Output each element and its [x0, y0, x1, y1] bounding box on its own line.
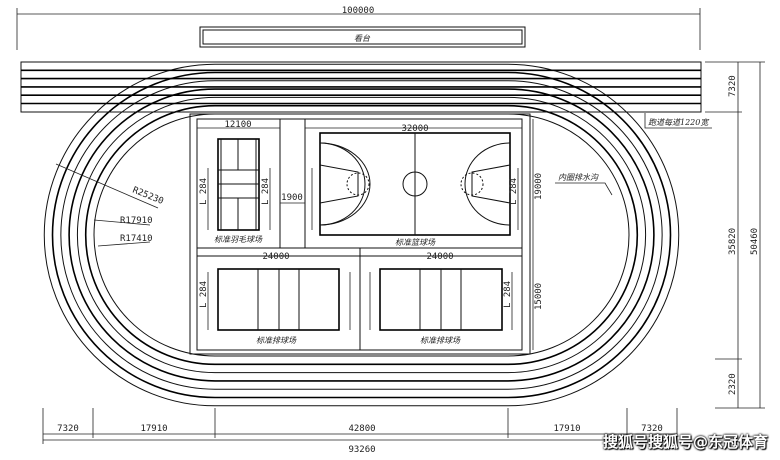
- volleyball-label: 标准排球场: [256, 336, 297, 345]
- track-lane-line: [84, 104, 639, 366]
- stands: 看台: [199, 26, 526, 48]
- side-label: L 284: [261, 178, 271, 205]
- track-width-label: 93260: [348, 445, 375, 455]
- volleyball-width-label: 24000: [262, 252, 289, 262]
- inner-drain-note: 内圈排水沟: [555, 173, 613, 196]
- basketball-width-label: 32000: [401, 124, 428, 134]
- side-label: L 284: [509, 178, 519, 205]
- volleyball-court-2: 24000 L 284 标准排球场: [369, 252, 513, 345]
- watermark: 搜狐号搜狐号@东冠体育: [602, 433, 768, 451]
- track-lane-line: [68, 88, 655, 382]
- right-dimensions: 7320 35820 2320 50460: [705, 61, 765, 409]
- side-label: L 284: [199, 178, 209, 205]
- left-end-label: 7320: [57, 424, 79, 434]
- left-curve-label: 17910: [140, 424, 167, 434]
- track-lane-line: [43, 63, 680, 407]
- right-curve-label: 17910: [553, 424, 580, 434]
- track-lane-line: [93, 113, 630, 357]
- right-end-label: 7320: [641, 424, 663, 434]
- side-label: L 284: [199, 281, 209, 308]
- top-lanes-label: 7320: [728, 75, 738, 97]
- courts-area: [189, 113, 531, 355]
- basketball-label: 标准篮球场: [395, 238, 436, 247]
- inner-vertical-dimension: 19000 15000: [532, 119, 544, 350]
- track-lane-line: [76, 96, 647, 374]
- gap-dimension: 1900: [280, 193, 305, 204]
- lower-height-label: 15000: [534, 283, 544, 310]
- track-lane-line: [60, 80, 663, 390]
- volleyball-label: 标准排球场: [420, 336, 461, 345]
- straight-label: 42800: [348, 424, 375, 434]
- volleyball-court-1: 24000 L 284 标准排球场: [199, 252, 351, 345]
- radius-inner-label: R17410: [120, 234, 153, 244]
- total-height-label: 50460: [750, 228, 760, 255]
- side-label: L 284: [503, 281, 513, 308]
- gap-label: 1900: [281, 193, 303, 203]
- badminton-court: 12100 L 284 L 284 标准羽毛球场: [197, 120, 280, 244]
- running-track: [20, 61, 702, 407]
- lane-width-note-text: 跑道每道1220宽: [648, 118, 709, 127]
- badminton-width-label: 12100: [224, 120, 251, 130]
- badminton-label: 标准羽毛球场: [214, 235, 263, 244]
- basketball-court: 32000 标准篮球场 L 284: [305, 124, 522, 247]
- inner-drain-text: 内圈排水沟: [558, 173, 599, 182]
- bottom-lanes-label: 2320: [728, 373, 738, 395]
- bottom-dimensions: 7320 17910 42800 17910 7320 93260: [42, 408, 678, 455]
- volleyball-width-label: 24000: [426, 252, 453, 262]
- track-lane-line: [51, 71, 672, 399]
- lane-width-note: 跑道每道1220宽: [644, 113, 712, 129]
- overall-width-label: 100000: [342, 6, 375, 16]
- inner-field-label: 35820: [728, 228, 738, 255]
- overall-width-dimension: 100000: [16, 6, 701, 50]
- radius-mid-label: R17910: [120, 216, 153, 226]
- upper-height-label: 19000: [534, 173, 544, 200]
- stands-label: 看台: [354, 34, 371, 43]
